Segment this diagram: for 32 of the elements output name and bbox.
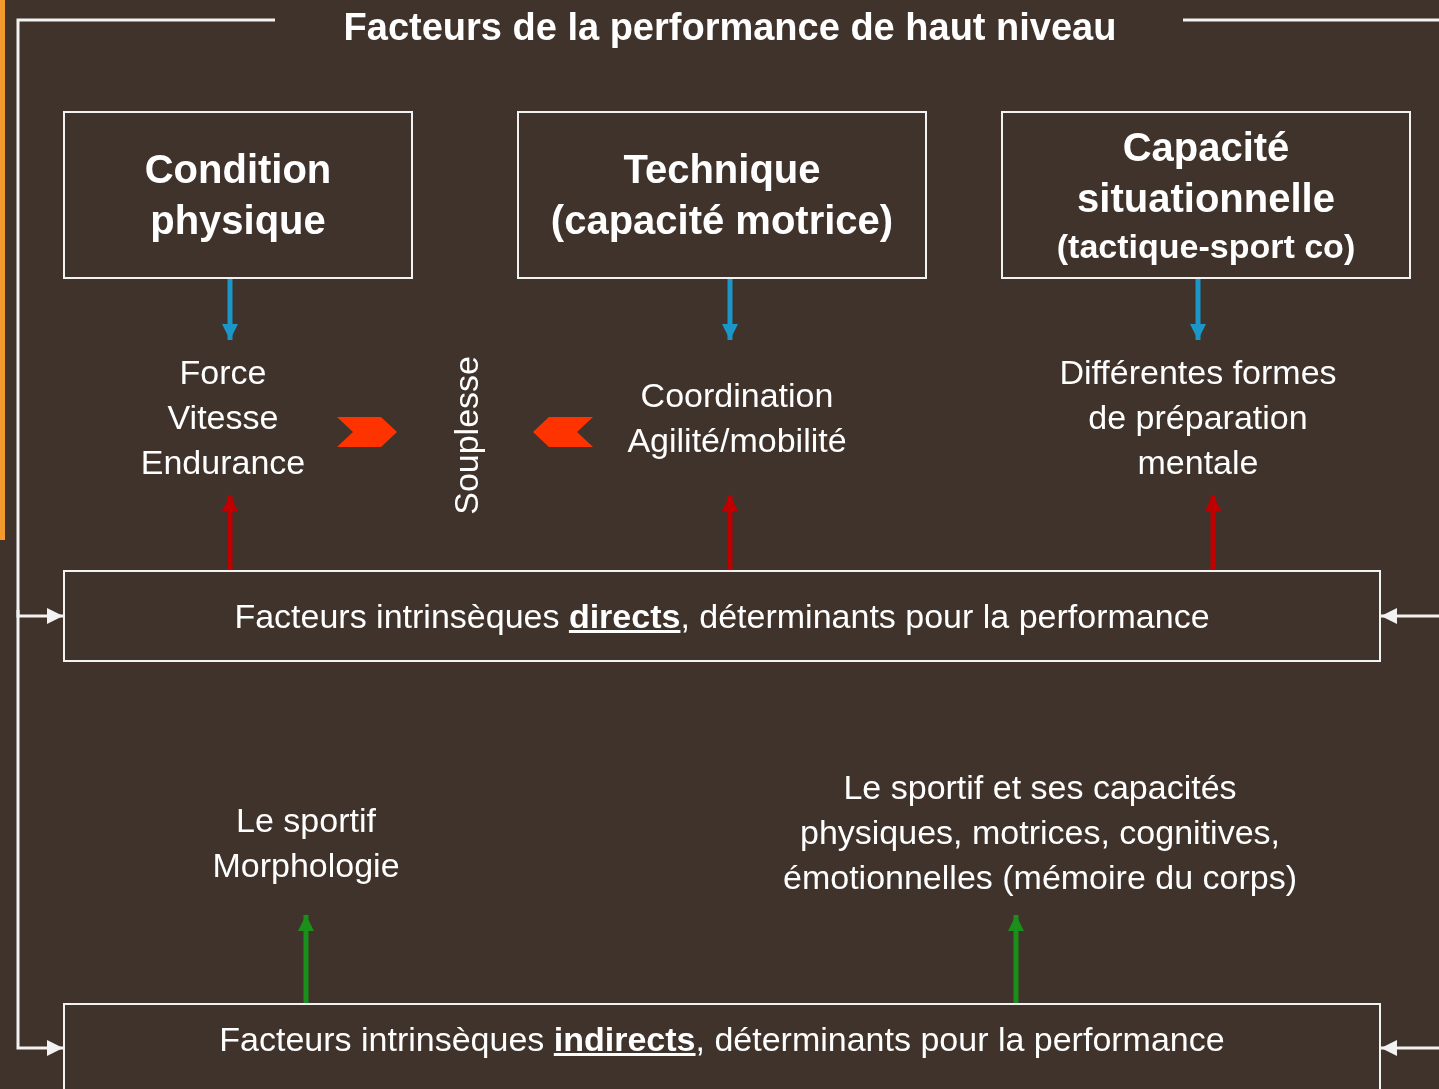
factor-box — [517, 111, 927, 279]
arrow — [16, 610, 63, 1056]
factor-text: Le sportif et ses capacités physiques, motrices, cognitives, émotionnelles (mémoire du corps) — [782, 767, 1298, 898]
arrow — [722, 279, 738, 340]
arrow — [298, 915, 314, 1003]
chevron-arrow — [337, 417, 397, 447]
factor-text: Force Vitesse Endurance — [139, 352, 307, 483]
factor-text: Différentes formes de préparation mentale — [1058, 352, 1338, 483]
box-heading: Condition physique — [143, 146, 333, 244]
arrow — [1008, 915, 1024, 1003]
arrow — [1381, 608, 1439, 624]
arrow — [1381, 1040, 1439, 1056]
factor-box — [63, 1003, 1381, 1089]
box-heading: Capacité situationnelle — [1076, 124, 1336, 222]
arrow — [722, 495, 738, 570]
arrow — [16, 18, 275, 624]
factor-text: Le sportif Morphologie — [211, 799, 401, 886]
factor-text: Facteurs intrinsèques indirects, déterminants pour la performance — [219, 1019, 1225, 1059]
vertical-label: Souplesse — [446, 355, 486, 515]
box-heading: Technique (capacité motrice) — [549, 146, 895, 244]
arrow — [222, 495, 238, 570]
diagram-title: Facteurs de la performance de haut niveau — [342, 5, 1118, 50]
arrow — [222, 279, 238, 340]
box-subheading: (tactique-sport co) — [1056, 226, 1356, 267]
factor-box — [63, 111, 413, 279]
chevron-arrow — [533, 417, 593, 447]
factor-text: Coordination Agilité/mobilité — [626, 374, 848, 461]
arrow — [1205, 495, 1221, 570]
factor-text: Facteurs intrinsèques directs, déterminants pour la performance — [234, 596, 1210, 636]
factor-box — [1001, 111, 1411, 279]
factor-box — [63, 570, 1381, 662]
arrow — [1190, 279, 1206, 340]
